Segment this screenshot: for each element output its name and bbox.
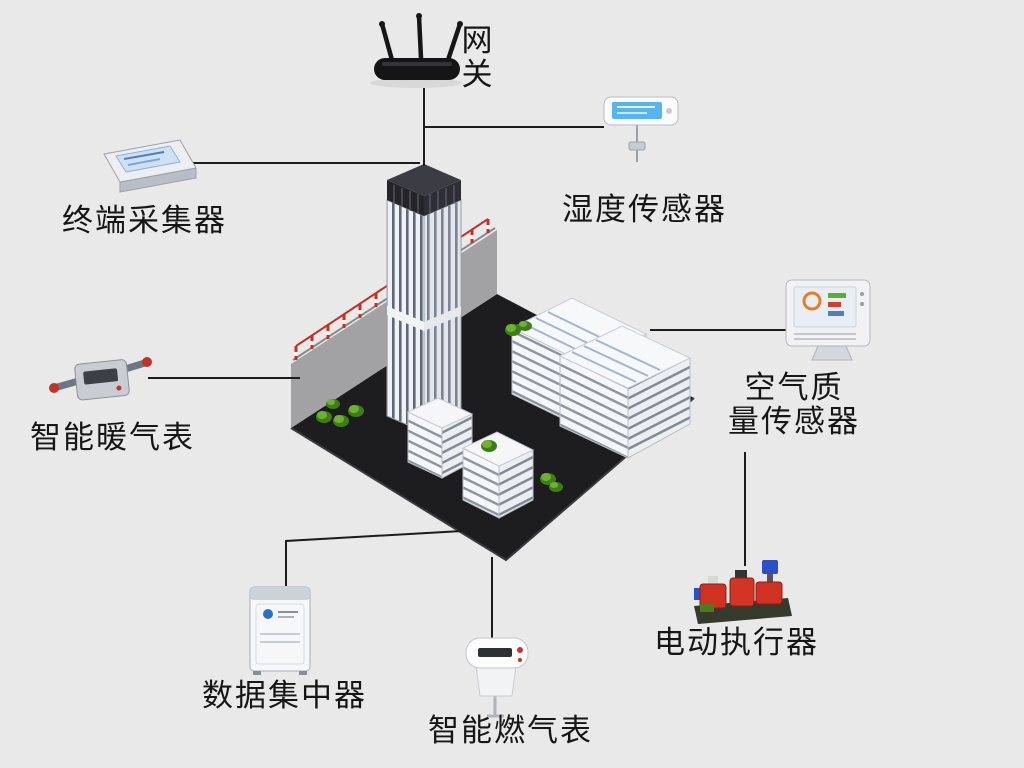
label-smart-heat-meter: 智能暖气表 bbox=[30, 420, 195, 456]
building-complex bbox=[290, 164, 695, 562]
podium-building-right bbox=[461, 431, 535, 519]
skyscraper-tower bbox=[386, 164, 462, 433]
label-air-quality-sensor: 空气质 量传感器 bbox=[714, 371, 874, 439]
air-quality-sensor-device bbox=[785, 279, 871, 361]
smart-heat-meter-device bbox=[49, 357, 152, 401]
smart-gas-meter-device bbox=[465, 637, 529, 718]
label-terminal-collector: 终端采集器 bbox=[62, 203, 227, 239]
label-smart-gas-meter: 智能燃气表 bbox=[428, 713, 593, 749]
connector-lines bbox=[148, 88, 787, 638]
label-air-quality-line2: 量传感器 bbox=[728, 404, 860, 440]
label-electric-actuator: 电动执行器 bbox=[654, 625, 819, 661]
electric-actuator-device bbox=[694, 560, 792, 624]
gateway-device bbox=[370, 13, 463, 88]
terminal-collector-device bbox=[103, 139, 197, 193]
trees bbox=[316, 321, 563, 492]
data-concentrator-device bbox=[249, 586, 311, 675]
label-gateway: 网 关 bbox=[458, 24, 498, 92]
slab-building-front bbox=[558, 325, 692, 459]
label-humidity-sensor: 湿度传感器 bbox=[562, 192, 727, 228]
label-air-quality-line1: 空气质 bbox=[744, 370, 844, 406]
label-gateway-line1: 网 bbox=[461, 23, 495, 59]
podium-building-left bbox=[406, 397, 474, 479]
label-data-concentrator: 数据集中器 bbox=[202, 678, 367, 714]
connector-data-concentrator bbox=[285, 530, 463, 586]
label-gateway-line2: 关 bbox=[461, 57, 495, 93]
humidity-sensor-device bbox=[603, 96, 679, 162]
